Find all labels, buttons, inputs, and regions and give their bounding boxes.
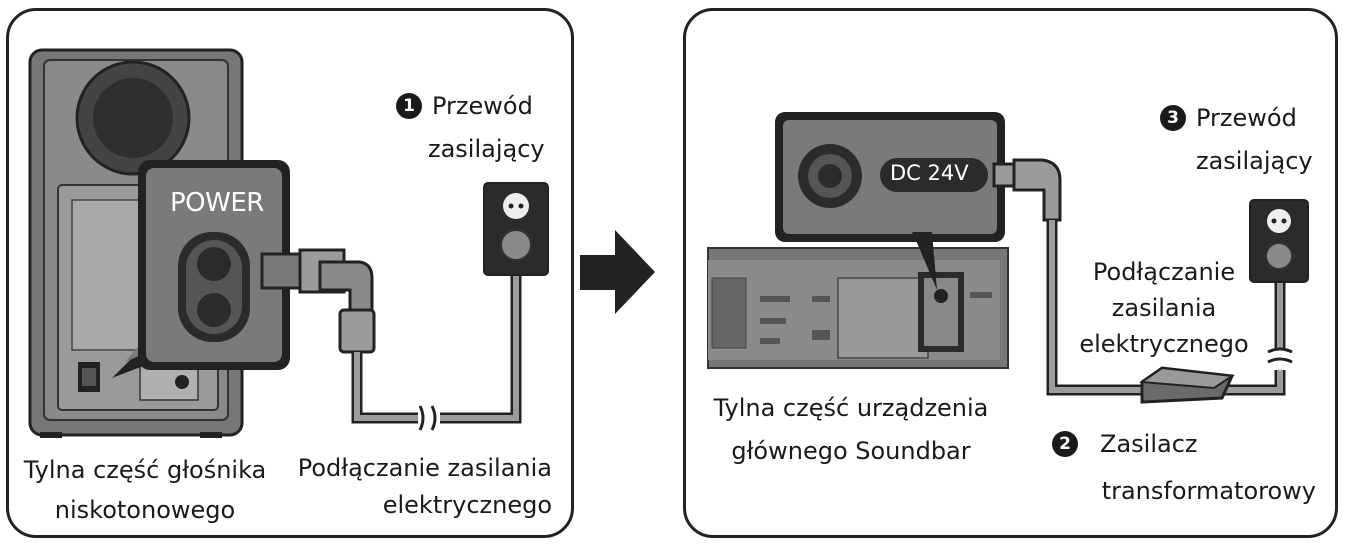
cord-label-left-line1: Przewód (432, 92, 533, 120)
outlet-label-right-line1: Podłączanie (1092, 258, 1236, 286)
cord-label-right-line1: Przewód (1196, 104, 1297, 132)
power-port-label: POWER (170, 188, 264, 218)
step-badge-1: 1 (396, 93, 422, 119)
soundbar (707, 247, 1009, 369)
cord-label-left-line2: zasilający (428, 135, 545, 163)
adapter-label-line1: Zasilacz (1100, 430, 1198, 458)
dc-port-label: DC 24V (890, 161, 969, 185)
dc-callout (775, 112, 1005, 290)
wall-outlet-left (483, 182, 549, 276)
cord-label-left: 1 Przewód (396, 88, 533, 124)
right-cable (1046, 220, 1293, 396)
step-badge-2: 2 (1052, 431, 1078, 457)
outlet-label-left-line1: Podłączanie zasilania (297, 454, 552, 482)
soundbar-label-line2: głównego Soundbar (731, 437, 971, 465)
power-callout (138, 160, 290, 370)
next-step-arrow (580, 230, 655, 314)
soundbar-label-line1: Tylna część urządzenia (713, 394, 989, 422)
subwoofer-label-line2: niskotonowego (54, 496, 236, 524)
outlet-label-right-line3: elektrycznego (1079, 330, 1249, 358)
step-badge-3: 3 (1160, 105, 1186, 131)
power-adapter (1139, 366, 1235, 404)
outlet-label-right-line2: zasilania (1111, 294, 1217, 322)
dc-plug (992, 158, 1062, 222)
subwoofer-label-line1: Tylna część głośnika (23, 456, 267, 484)
left-cable (351, 270, 522, 431)
wall-outlet-right (1249, 199, 1309, 283)
adapter-label-line2: transformatorowy (1101, 477, 1316, 505)
outlet-label-left-line2: elektrycznego (382, 491, 552, 519)
cord-label-right: 3 Przewód (1160, 100, 1297, 136)
adapter-label: 2 Zasilacz (1052, 426, 1198, 462)
cord-label-right-line2: zasilający (1196, 147, 1313, 175)
power-plug (260, 248, 376, 354)
